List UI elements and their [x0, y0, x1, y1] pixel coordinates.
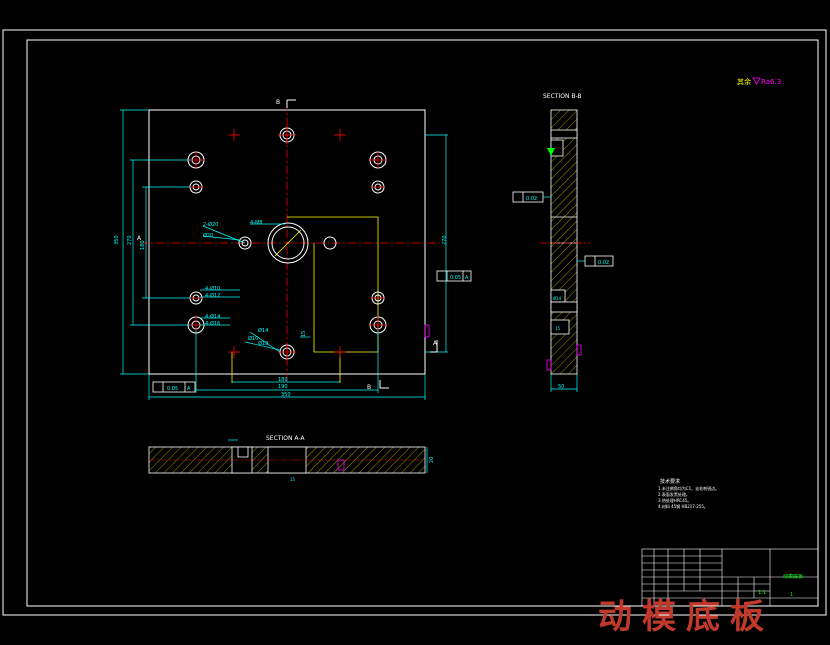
label-4-d12: 4-Ø12	[205, 292, 220, 299]
title-block-sheet: 1	[790, 592, 793, 598]
dim-seat-bb: Ø14	[553, 296, 562, 301]
datum-ref-right: A	[465, 275, 469, 281]
section-aa-view: SECTION A-A 20 15	[148, 435, 435, 482]
surface-finish-note: 其余 Ra6.3	[737, 77, 781, 86]
datum-ref-left: A	[187, 386, 191, 392]
center-bore	[267, 222, 309, 264]
hole-crosshairs	[187, 126, 387, 361]
dim-right: 270	[442, 235, 448, 245]
dim-vertical-pitch-1: 270	[127, 235, 133, 245]
dim-height: 350	[114, 235, 120, 245]
dimension-lines	[120, 109, 448, 400]
technical-notes: 技术要求 1.未注倒角均为C1，去毛刺锐边。 2.表面发黑处理。 3.热处理HR…	[658, 478, 719, 509]
dim-thickness-bb: 50	[558, 384, 564, 390]
label-2-d20: 2-Ø20	[203, 221, 218, 228]
notes-title: 技术要求	[660, 478, 680, 485]
label-d10: Ø10	[248, 335, 258, 342]
dim-horiz-pitch-2: 180	[278, 377, 288, 383]
parallel-value-bb: 0.02	[526, 196, 537, 202]
cut-marker-b-top: B	[276, 99, 280, 106]
dim-vertical-pitch-2: 180	[140, 240, 146, 250]
label-d14: Ø14	[258, 327, 268, 334]
note-line-4: 4.材料 45钢 HB217-255。	[658, 503, 708, 509]
surface-note-label: 其余	[737, 77, 751, 86]
label-d20: Ø20	[203, 232, 213, 239]
title-block-scale: 1:1	[758, 590, 766, 596]
tolerance-frame-left: 0.05 A	[152, 381, 196, 393]
dim-total-width: 350	[281, 392, 291, 398]
label-4-m8: 4-M8	[250, 220, 262, 226]
dim-bottom-mid: 15	[290, 477, 296, 482]
flatness-value-left: 0.05	[167, 386, 178, 392]
note-line-2: 2.表面发黑处理。	[658, 491, 690, 497]
title-block	[641, 548, 819, 607]
tolerance-frame-right: 0.05 A	[436, 270, 472, 282]
title-block-part-name: 动模底板	[783, 573, 803, 580]
plan-view: 350 270 180 190 180 350 270 2-Ø20 Ø20 4-…	[114, 99, 472, 400]
dim-depth-bb: 15	[555, 326, 561, 331]
note-line-3: 3.热处理HRC45。	[658, 497, 691, 503]
label-d18: Ø18	[258, 340, 268, 347]
label-4-d10: 4-Ø10	[205, 285, 220, 292]
label-depth: 15	[301, 331, 307, 337]
center-lines	[140, 102, 440, 382]
dim-horiz-pitch-1: 190	[278, 384, 288, 390]
pocket-outline	[231, 216, 379, 383]
dim-section-thickness: 20	[429, 457, 435, 463]
label-4-d14: 4-Ø14	[205, 313, 220, 320]
cut-marker-b-bottom: B	[367, 384, 371, 391]
sheet-border	[2, 29, 827, 616]
label-4-d16: 4-Ø16	[205, 320, 220, 327]
section-bb-title: SECTION B-B	[543, 93, 582, 100]
surface-note-value: Ra6.3	[761, 78, 781, 86]
datum-marker-plan	[424, 324, 430, 338]
flatness-value-bb: 0.02	[598, 260, 609, 266]
dimension-texts: 350 270 180 190 180 350 270 2-Ø20 Ø20 4-…	[114, 220, 448, 398]
flatness-value-right: 0.05	[450, 275, 461, 281]
section-aa-title: SECTION A-A	[266, 435, 305, 442]
datum-triangle-bb	[547, 148, 555, 156]
section-cut-markers	[286, 99, 438, 389]
cut-marker-a-right: A	[433, 340, 438, 347]
watermark: 动模底板	[598, 597, 774, 637]
section-bb-view: SECTION B-B 0.02 0.02 50 Ø14 15	[512, 93, 614, 392]
note-line-1: 1.未注倒角均为C1，去毛刺锐边。	[658, 485, 719, 491]
cut-marker-a-left: A	[137, 235, 142, 242]
